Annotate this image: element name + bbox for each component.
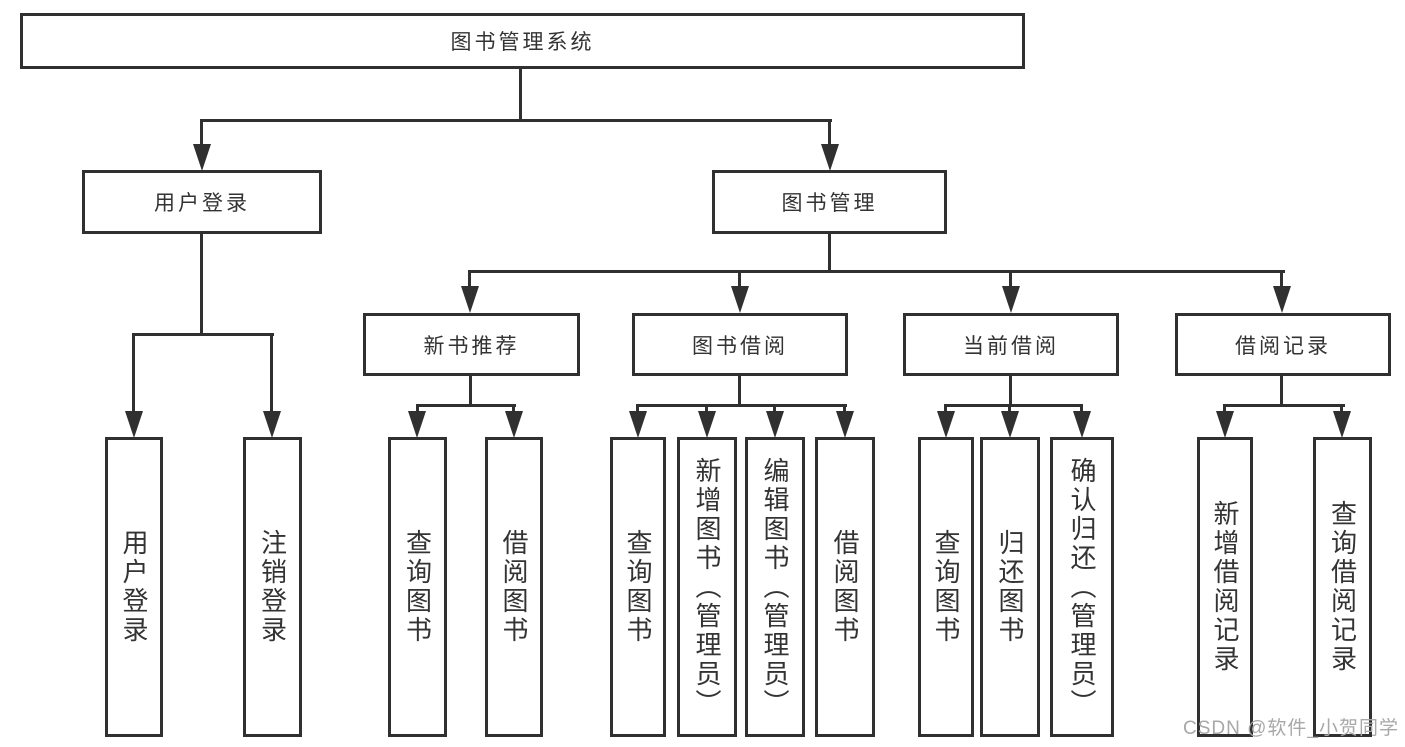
connector-root-stem <box>519 69 522 121</box>
leaf-borrow-books-rec-label: 借阅图书 <box>499 529 529 645</box>
arrow-down-icon <box>937 411 955 438</box>
leaf-query-books-borrow-label: 查询图书 <box>623 529 653 645</box>
arrow-down-icon <box>766 411 784 438</box>
leaf-query-borrow-record: 查询借阅记录 <box>1313 437 1372 737</box>
connector-stem-leaf-user-login <box>132 335 135 413</box>
leaf-add-borrow-record: 新增借阅记录 <box>1197 437 1253 737</box>
node-book-borrowing-label: 图书借阅 <box>692 334 788 358</box>
leaf-borrow-books-label: 借阅图书 <box>830 529 860 645</box>
connector-stem-borrowing-records <box>1280 272 1283 289</box>
node-book-management-label: 图书管理 <box>781 192 878 215</box>
connector-new-book-rec-stem <box>469 376 472 406</box>
leaf-query-books-borrow: 查询图书 <box>610 437 666 737</box>
node-book-borrowing: 图书借阅 <box>632 313 848 376</box>
arrow-down-icon <box>1073 411 1091 438</box>
node-current-borrowing: 当前借阅 <box>903 313 1119 376</box>
connector-stem-leaf <box>944 406 947 414</box>
node-borrowing-records-label: 借阅记录 <box>1235 334 1331 358</box>
connector-stem-book-borrowing <box>738 272 741 289</box>
leaf-query-books-rec: 查询图书 <box>388 437 447 737</box>
connector-stem-user-login <box>200 121 203 147</box>
arrow-down-icon <box>1002 286 1020 313</box>
leaf-add-borrow-record-label: 新增借阅记录 <box>1210 500 1240 674</box>
arrow-down-icon <box>461 286 479 313</box>
arrow-down-icon <box>263 411 281 438</box>
connector-stem-leaf <box>416 406 419 414</box>
csdn-watermark: CSDN @软件_小贺同学 <box>1183 718 1399 739</box>
leaf-borrow-books-rec: 借阅图书 <box>485 437 543 737</box>
connector-stem-book-management <box>828 121 831 147</box>
leaf-logout-label: 注销登录 <box>257 529 288 645</box>
connector-stem-leaf <box>773 406 776 414</box>
node-user-login-label: 用户登录 <box>154 192 250 215</box>
connector-stem-leaf <box>843 406 846 414</box>
leaf-return-book: 归还图书 <box>980 437 1040 737</box>
leaf-logout: 注销登录 <box>243 437 302 737</box>
connector-book-borrowing-crossbar <box>636 404 847 407</box>
node-root: 图书管理系统 <box>20 13 1025 69</box>
connector-stem-leaf <box>1340 406 1343 414</box>
leaf-borrow-books: 借阅图书 <box>815 437 875 737</box>
connector-stem-leaf <box>512 406 515 414</box>
leaf-add-book-admin-label: 新增图书（管理员） <box>692 456 722 718</box>
arrow-down-icon <box>1333 411 1351 438</box>
leaf-confirm-return-admin: 确认归还（管理员） <box>1050 437 1114 737</box>
leaf-confirm-return-admin-label: 确认归还（管理员） <box>1067 456 1097 718</box>
node-user-login: 用户登录 <box>82 170 322 234</box>
connector-current-borrowing-crossbar <box>944 404 1083 407</box>
arrow-down-icon <box>125 411 143 438</box>
connector-new-book-rec-crossbar <box>416 404 516 407</box>
connector-borrowing-records-stem <box>1280 376 1283 406</box>
connector-book-borrowing-stem <box>738 376 741 406</box>
connector-user-login-crossbar <box>132 333 274 336</box>
arrow-down-icon <box>193 144 211 171</box>
connector-stem-leaf-logout <box>270 335 273 413</box>
arrow-down-icon <box>629 411 647 438</box>
node-current-borrowing-label: 当前借阅 <box>963 334 1059 358</box>
leaf-query-books-current-label: 查询图书 <box>931 529 961 645</box>
arrow-down-icon <box>731 286 749 313</box>
connector-stem-leaf <box>705 406 708 414</box>
connector-book-management-stem <box>828 234 831 272</box>
connector-book-management-crossbar <box>468 270 1285 273</box>
connector-stem-leaf <box>1080 406 1083 414</box>
arrow-down-icon <box>821 144 839 171</box>
leaf-query-borrow-record-label: 查询借阅记录 <box>1327 500 1358 674</box>
connector-stem-current-borrowing <box>1009 272 1012 289</box>
arrow-down-icon <box>1216 411 1234 438</box>
leaf-return-book-label: 归还图书 <box>995 529 1025 645</box>
leaf-user-login: 用户登录 <box>105 437 163 737</box>
connector-user-login-stem <box>200 234 203 335</box>
connector-current-borrowing-stem <box>1009 376 1012 406</box>
leaf-query-books-current: 查询图书 <box>918 437 974 737</box>
node-new-book-recommendation-label: 新书推荐 <box>423 334 520 358</box>
arrow-down-icon <box>408 411 426 438</box>
arrow-down-icon <box>505 411 523 438</box>
connector-stem-leaf <box>636 406 639 414</box>
node-new-book-recommendation: 新书推荐 <box>363 313 580 376</box>
node-book-management: 图书管理 <box>712 170 947 234</box>
arrow-down-icon <box>698 411 716 438</box>
node-borrowing-records: 借阅记录 <box>1175 313 1391 376</box>
connector-root-crossbar <box>200 119 832 122</box>
leaf-user-login-label: 用户登录 <box>119 529 149 645</box>
connector-borrowing-records-crossbar <box>1223 404 1345 407</box>
arrow-down-icon <box>1001 411 1019 438</box>
connector-stem-new-book-recommendation <box>468 272 471 289</box>
node-root-label: 图书管理系统 <box>450 31 595 54</box>
leaf-add-book-admin: 新增图书（管理员） <box>677 437 737 737</box>
leaf-query-books-rec-label: 查询图书 <box>402 529 433 645</box>
leaf-edit-book-admin-label: 编辑图书（管理员） <box>760 456 790 718</box>
connector-stem-leaf <box>1008 406 1011 414</box>
arrow-down-icon <box>836 411 854 438</box>
arrow-down-icon <box>1273 286 1291 313</box>
leaf-edit-book-admin: 编辑图书（管理员） <box>745 437 805 737</box>
connector-stem-leaf <box>1223 406 1226 414</box>
